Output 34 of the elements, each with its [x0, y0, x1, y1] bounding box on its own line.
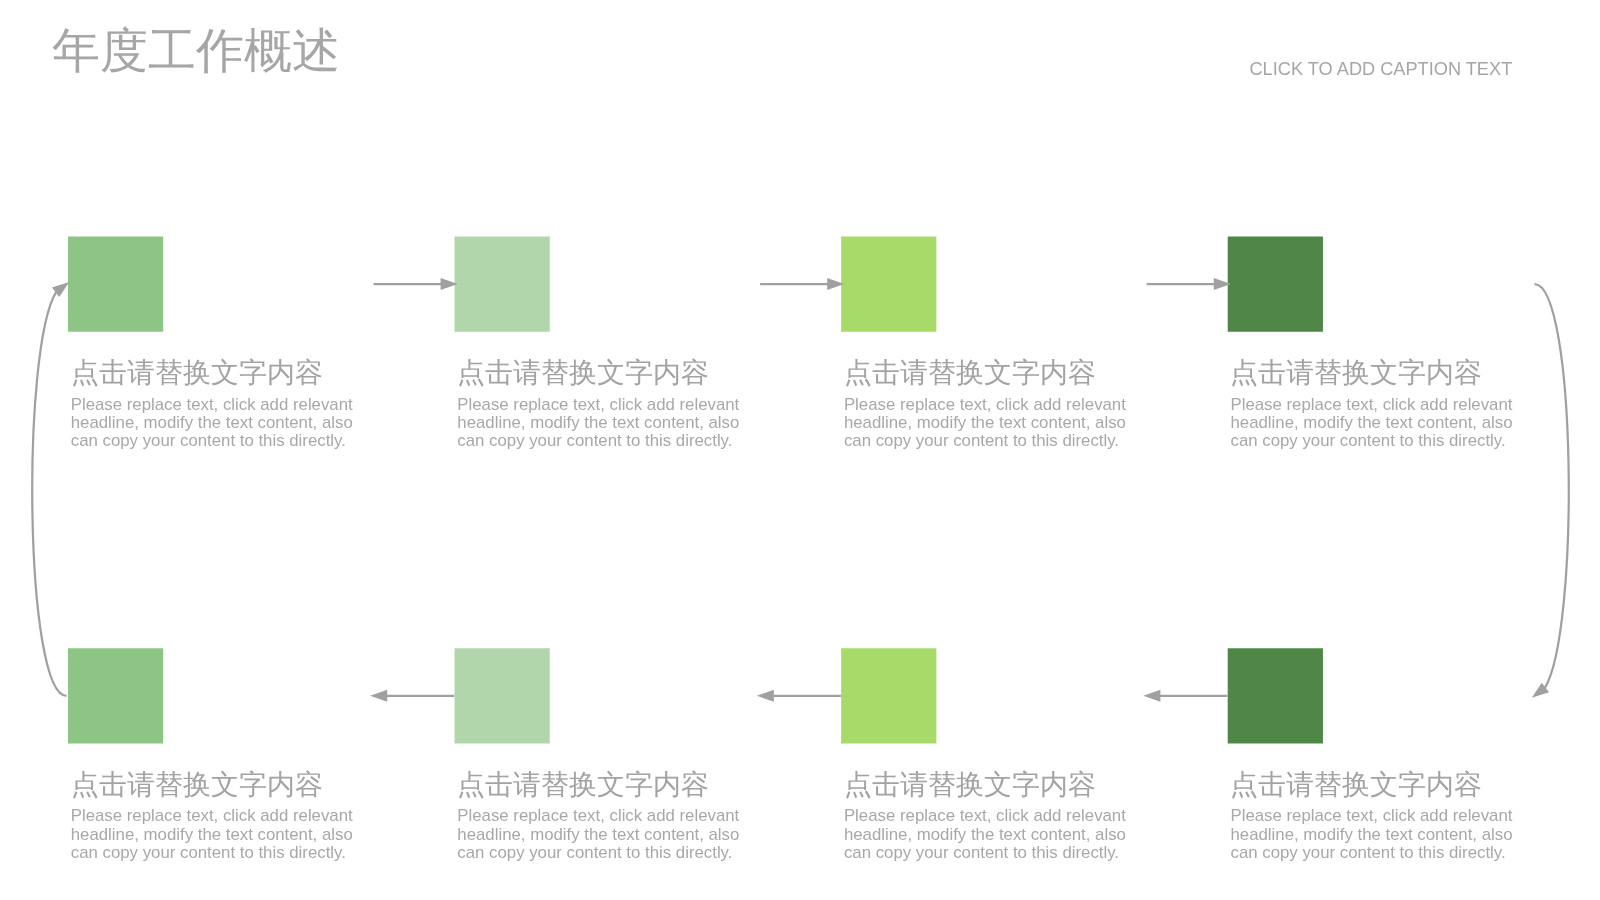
node-label: 点击请替换文字内容 [70, 768, 323, 800]
node-label: 点击请替换文字内容 [843, 768, 1096, 800]
node-box [1227, 648, 1323, 744]
node-label: Please replace text, click add relevant headline, modify the text content, also can copy your content to this directly. [1230, 394, 1513, 450]
caption: CLICK TO ADD CAPTION TEXT [1248, 59, 1512, 80]
node-box [454, 648, 550, 744]
node-label: 点击请替换文字内容 [456, 768, 709, 800]
arrow [759, 278, 844, 290]
diagram-title: 年度工作概述 [51, 23, 340, 77]
node-label: 点击请替换文字内容 [1230, 768, 1483, 800]
node-label: 点击请替换文字内容 [1230, 357, 1483, 389]
arrow [1142, 689, 1227, 702]
node-box [67, 648, 163, 744]
arrow [1146, 278, 1231, 290]
node-label: Please replace text, click add relevant headline, modify the text content, also can copy your content to this directly. [70, 394, 353, 450]
arrow [369, 689, 454, 702]
node-label: 点击请替换文字内容 [843, 357, 1096, 389]
node-label: Please replace text, click add relevant headline, modify the text content, also can copy your content to this directly. [843, 394, 1126, 450]
node-label: 点击请替换文字内容 [70, 357, 323, 389]
node-box [840, 648, 936, 744]
arrow [373, 278, 458, 290]
node-box [840, 236, 936, 332]
node-label: Please replace text, click add relevant headline, modify the text content, also can copy your content to this directly. [843, 806, 1126, 862]
node-label: Please replace text, click add relevant headline, modify the text content, also can copy your content to this directly. [70, 806, 353, 862]
node-box [454, 236, 550, 332]
node-label: Please replace text, click add relevant headline, modify the text content, also can copy your content to this directly. [456, 394, 739, 450]
arrow [1531, 283, 1570, 698]
node-label: Please replace text, click add relevant headline, modify the text content, also can copy your content to this directly. [456, 806, 739, 862]
node-box [67, 236, 163, 332]
arrow [756, 689, 841, 702]
node-box [1227, 236, 1323, 332]
node-label: 点击请替换文字内容 [456, 357, 709, 389]
arrow [30, 281, 69, 697]
node-label: Please replace text, click add relevant headline, modify the text content, also can copy your content to this directly. [1230, 806, 1513, 862]
